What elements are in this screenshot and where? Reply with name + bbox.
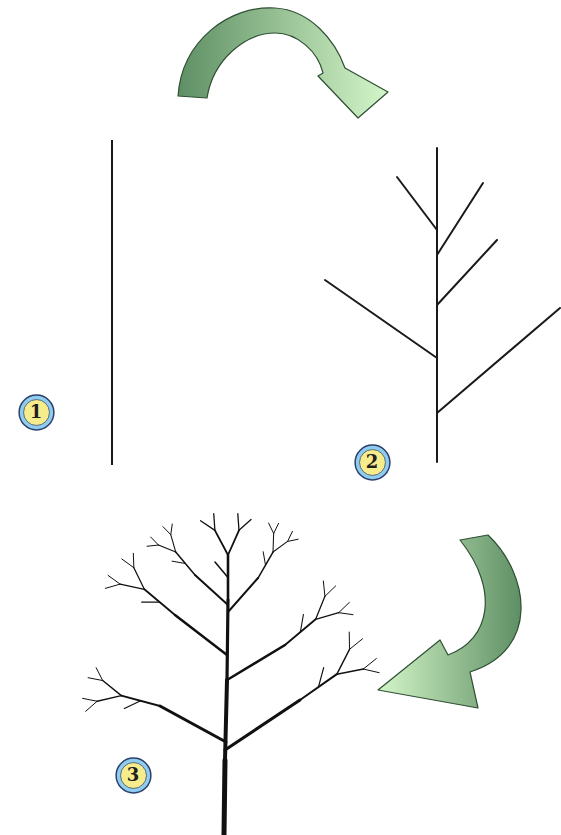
tree-branch: [318, 668, 323, 688]
trunk-line: [111, 140, 113, 465]
circle-fill: [359, 449, 385, 475]
tree-branch: [239, 519, 251, 530]
circle-ring: [116, 758, 151, 793]
tree-branch: [337, 649, 350, 674]
tree-branch: [274, 523, 279, 533]
tree-branch: [88, 678, 103, 681]
tree-branch: [160, 706, 226, 742]
tree-branch: [316, 613, 339, 620]
tree-branch: [103, 681, 122, 696]
tree-branch: [134, 568, 145, 590]
tree-branch: [163, 527, 171, 535]
tree-branch: [323, 581, 325, 596]
step-number-circle: 2: [354, 444, 391, 481]
tree-branch: [316, 596, 325, 619]
branch-sketch: [325, 148, 560, 462]
tree-branch: [171, 535, 176, 552]
circle-ring: [19, 395, 54, 430]
callout-number: 2: [366, 453, 379, 471]
tree-branch: [201, 521, 215, 531]
callout-number: 1: [30, 403, 43, 421]
tree-branch: [214, 514, 215, 531]
tree-branch: [215, 562, 228, 578]
tree-branch: [300, 614, 303, 632]
tree-branch: [325, 586, 336, 596]
tree-branch: [227, 645, 285, 680]
tree-branch: [142, 602, 160, 603]
step-number-circle: 3: [115, 757, 152, 794]
circle-fill: [120, 762, 146, 788]
tree-branch: [228, 578, 258, 612]
tree-branch: [172, 561, 185, 563]
tree-branch: [151, 537, 159, 545]
curved-arrow: [178, 8, 388, 118]
tree-branch: [288, 531, 293, 541]
tree-branch: [349, 632, 350, 649]
tree-branch: [339, 613, 353, 615]
tree-branch: [195, 575, 228, 605]
tree-branch: [175, 615, 227, 655]
tree-branch: [258, 552, 273, 578]
tree-branch: [122, 559, 134, 568]
tree-branch: [105, 584, 120, 588]
callout-number: 3: [127, 766, 140, 784]
tree-branch: [269, 523, 274, 533]
tree-branch: [97, 696, 121, 702]
tree-branch: [171, 524, 173, 535]
tree-branch: [108, 575, 120, 584]
tree-branch: [337, 669, 364, 674]
curved-arrow: [378, 535, 521, 708]
tree-branch: [288, 539, 299, 541]
tree-branch: [120, 584, 144, 589]
tree-branch: [86, 701, 98, 711]
tree-branch: [96, 668, 103, 681]
tree-branch: [339, 602, 350, 612]
tree-drawing: [83, 514, 380, 835]
tree-branch: [273, 541, 288, 552]
tree-branch: [263, 552, 265, 565]
tree-branch: [147, 545, 158, 546]
tree-branch: [225, 700, 300, 750]
tree-branch: [124, 701, 140, 709]
tree-branch: [215, 530, 228, 555]
step-number-circle: 1: [18, 394, 55, 431]
tree-branch: [228, 530, 239, 555]
tree-branch: [224, 760, 225, 835]
tree-branch: [83, 698, 98, 701]
tree-branch: [363, 669, 379, 673]
tree-branch: [363, 659, 376, 670]
tree-branch: [238, 514, 239, 531]
tree-branch: [158, 545, 175, 552]
circle-fill: [23, 399, 49, 425]
circle-ring: [355, 445, 390, 480]
tree-branch: [350, 639, 363, 650]
tree-branch: [133, 553, 135, 567]
tree-branch: [272, 533, 274, 552]
